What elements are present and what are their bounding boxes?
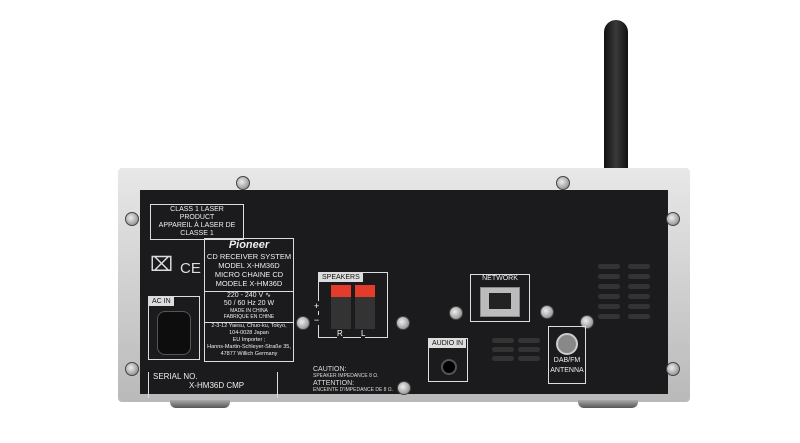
- antenna-jack[interactable]: DAB/FM ANTENNA: [548, 326, 586, 384]
- address-line: 104-0028 Japan: [229, 330, 269, 336]
- screw: [666, 362, 680, 376]
- right-channel-label: R: [337, 329, 343, 338]
- screw: [125, 362, 139, 376]
- screw: [236, 176, 250, 190]
- screw: [449, 306, 463, 320]
- rear-panel: [140, 190, 668, 394]
- address-line: EU Importer ;: [232, 337, 266, 343]
- screw: [125, 212, 139, 226]
- vents: [598, 264, 650, 319]
- plus-icon: +: [314, 301, 320, 311]
- model-line: MODEL X-HM36D: [218, 261, 280, 270]
- screw: [397, 381, 411, 395]
- serial-value: X-HM36D CMP: [189, 381, 245, 390]
- speakers-label: SPEAKERS: [319, 273, 363, 282]
- frequency-power: 50 / 60 Hz 20 W: [223, 300, 275, 307]
- model-line: MODELE X-HM36D: [215, 279, 283, 288]
- address-line: Hanns-Martin-Schleyer-Straße 35,: [207, 344, 291, 350]
- screw: [666, 212, 680, 226]
- network-label: NETWORK: [482, 275, 518, 282]
- ac-in-socket[interactable]: AC IN: [148, 296, 200, 360]
- minus-icon: −: [314, 315, 320, 325]
- screw: [296, 316, 310, 330]
- address-label: 2-3-12 Yaesu, Chuo-ku, Tokyo, 104-0028 J…: [204, 322, 294, 362]
- network-port[interactable]: NETWORK: [470, 274, 530, 322]
- laser-label: CLASS 1 LASER PRODUCT APPAREIL À LASER D…: [150, 204, 244, 240]
- audio-in-jack[interactable]: AUDIO IN: [428, 338, 468, 382]
- address-line: 47877 Willich Germany: [220, 351, 278, 357]
- audio-in-label: AUDIO IN: [429, 339, 467, 348]
- laser-line1: CLASS 1 LASER PRODUCT: [170, 206, 224, 221]
- weee-bin-icon: ⌧: [150, 254, 174, 276]
- caution-line: CAUTION:: [313, 366, 347, 373]
- model-line: CD RECEIVER SYSTEM: [206, 252, 292, 261]
- laser-line2: APPAREIL À LASER DE CLASSE 1: [158, 222, 236, 237]
- screw: [556, 176, 570, 190]
- voltage: 220 - 240 V ∿: [226, 292, 271, 299]
- vents: [492, 338, 540, 361]
- left-channel-label: L: [361, 329, 366, 338]
- screw: [396, 316, 410, 330]
- caution-line: ATTENTION:: [313, 380, 355, 387]
- caution-text: CAUTION: SPEAKER IMPEDANCE 8 Ω. ATTENTIO…: [313, 366, 393, 394]
- screw: [540, 305, 554, 319]
- foot: [170, 400, 230, 408]
- made-in-fr: FABRIQUE EN CHINE: [223, 314, 275, 320]
- address-line: 2-3-12 Yaesu, Chuo-ku, Tokyo,: [211, 323, 287, 329]
- ac-in-label: AC IN: [149, 297, 174, 306]
- caution-line: SPEAKER IMPEDANCE 8 Ω.: [313, 373, 379, 379]
- serial-title: SERIAL NO.: [153, 372, 198, 381]
- power-label: 220 - 240 V ∿ 50 / 60 Hz 20 W MADE IN CH…: [204, 291, 294, 323]
- foot: [578, 400, 638, 408]
- antenna-label: ANTENNA: [549, 367, 585, 374]
- pioneer-logo: Pioneer: [228, 239, 270, 251]
- serial-label: SERIAL NO. X-HM36D CMP: [148, 372, 278, 398]
- speaker-terminals[interactable]: SPEAKERS + − R L: [314, 272, 388, 338]
- caution-line: ENCEINTE D'IMPEDANCE DE 8 Ω.: [313, 387, 393, 393]
- screw: [580, 315, 594, 329]
- model-label: Pioneer CD RECEIVER SYSTEM MODEL X-HM36D…: [204, 238, 294, 292]
- ce-mark: CE: [180, 260, 201, 277]
- made-in: MADE IN CHINA: [230, 308, 268, 314]
- antenna-type: DAB/FM: [553, 357, 581, 364]
- model-line: MICRO CHAINE CD: [214, 270, 284, 279]
